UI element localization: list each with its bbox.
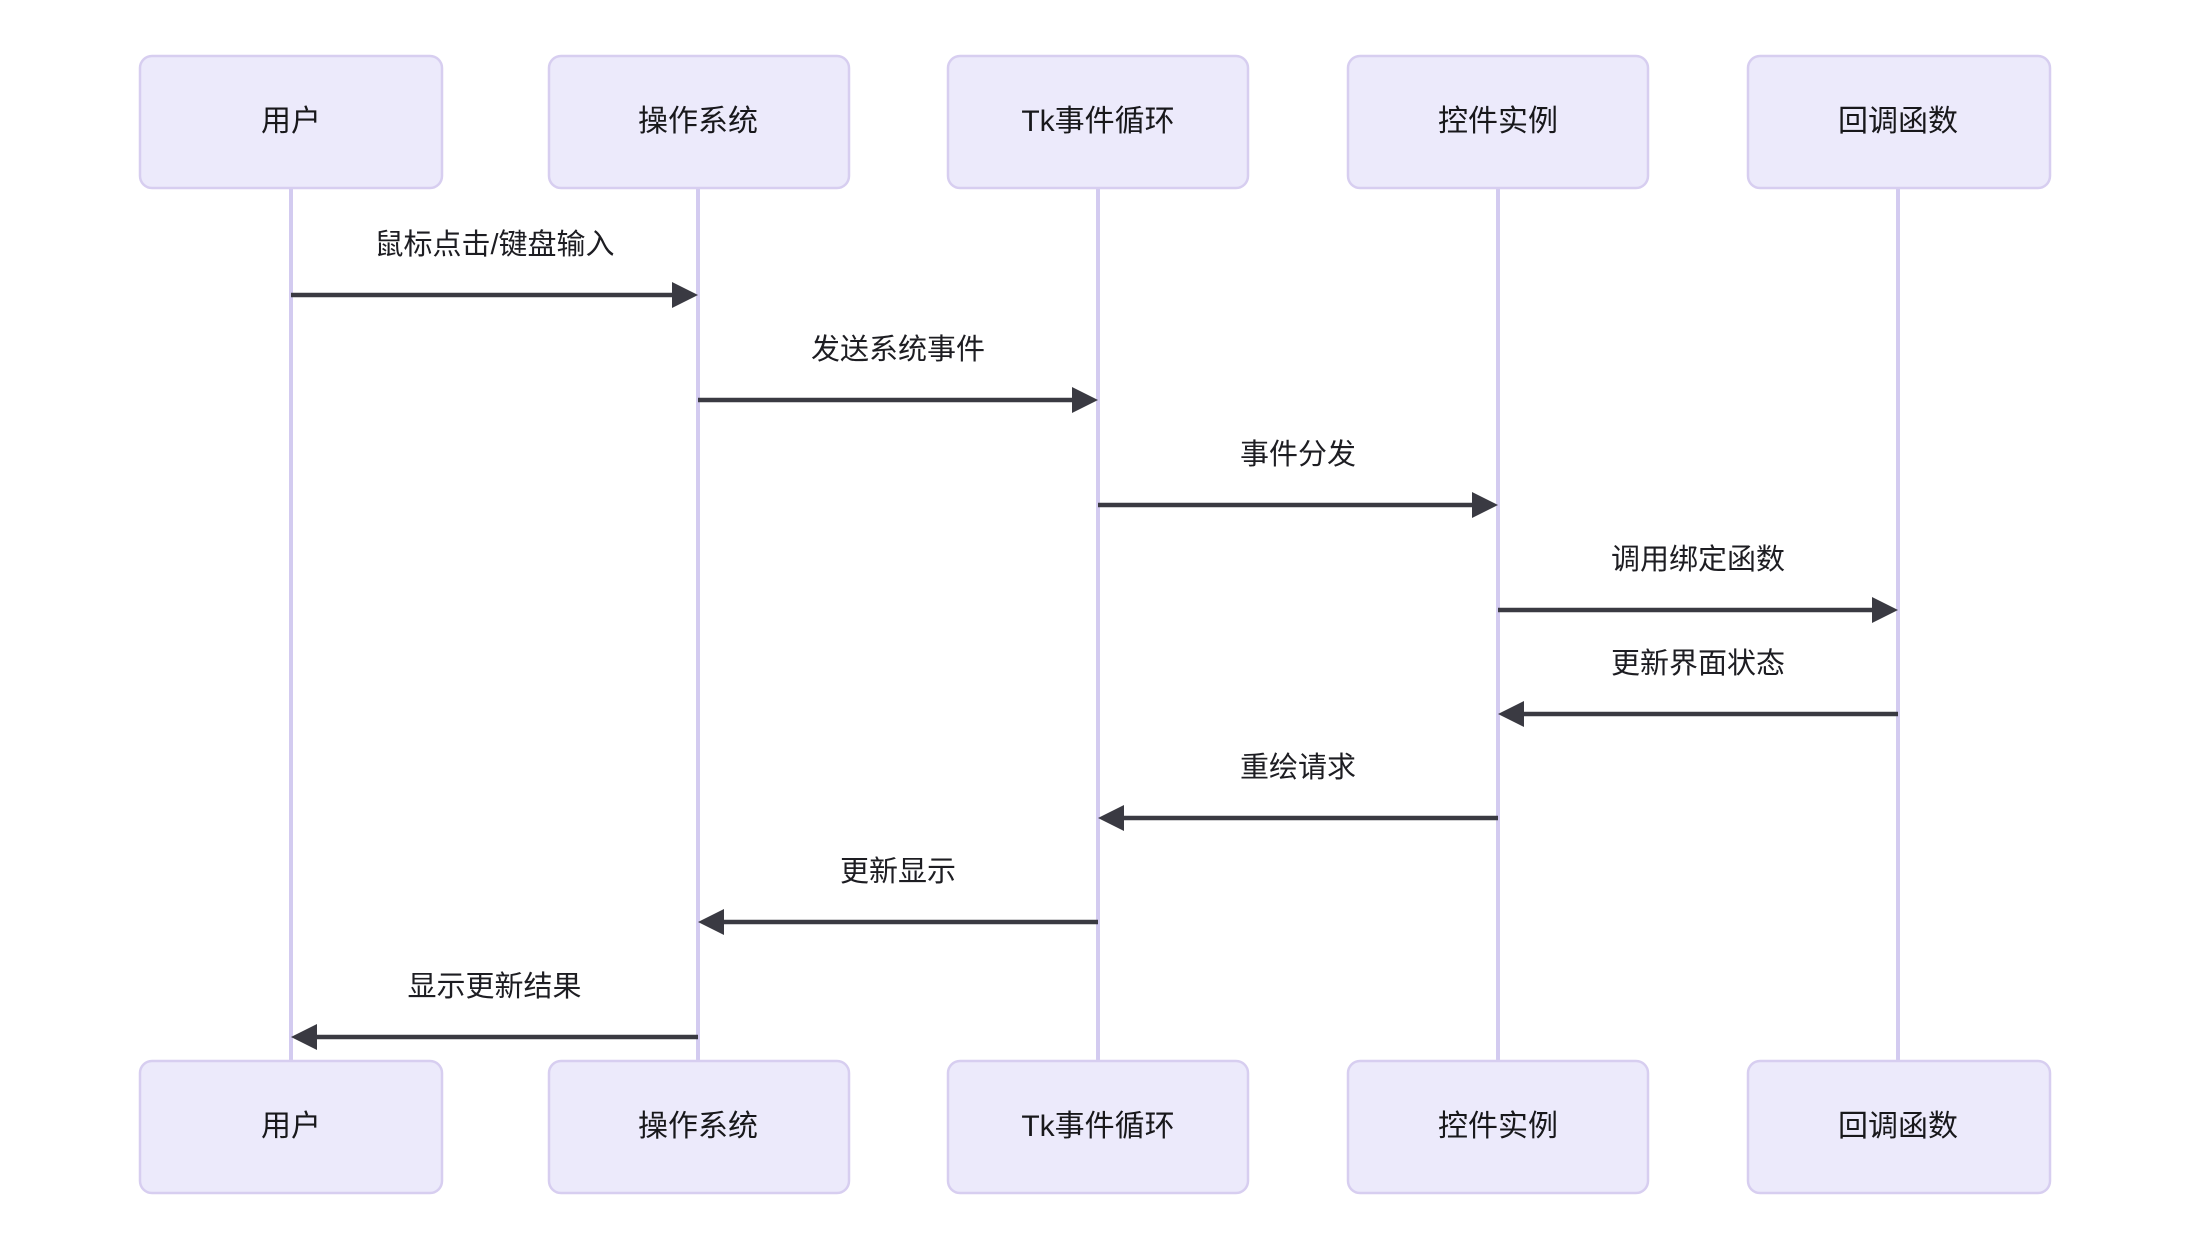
actor-box-shape [1346,1059,1650,1195]
message-8-os-to-user[interactable]: 显示更新结果 [291,970,698,1050]
actor-box-shape [946,54,1250,190]
actor-box-shape [1746,1059,2052,1195]
message-arrowhead [1498,701,1524,727]
actor-box-bottom-widget[interactable]: 控件实例 [1346,1059,1650,1195]
messages-layer: 鼠标点击/键盘输入发送系统事件事件分发调用绑定函数更新界面状态重绘请求更新显示显… [291,228,1898,1050]
actor-box-shape [1746,54,2052,190]
actor-box-top-widget[interactable]: 控件实例 [1346,54,1650,190]
actor-box-top-tkloop[interactable]: Tk事件循环 [946,54,1250,190]
message-arrowhead [698,909,724,935]
message-arrowhead [1872,597,1898,623]
actor-label-user: 用户 [261,105,321,138]
actor-label-os: 操作系统 [638,1110,758,1143]
lifelines-layer [289,188,1900,1061]
actor-box-top-callback[interactable]: 回调函数 [1746,54,2052,190]
message-label: 调用绑定函数 [1611,543,1785,576]
message-label: 显示更新结果 [407,970,581,1003]
actor-box-top-user[interactable]: 用户 [138,54,444,190]
message-label: 发送系统事件 [811,333,985,366]
actor-box-bottom-callback[interactable]: 回调函数 [1746,1059,2052,1195]
message-4-widget-to-callback[interactable]: 调用绑定函数 [1498,543,1898,623]
message-label: 更新界面状态 [1611,647,1785,680]
message-arrowhead [1098,805,1124,831]
actor-label-widget: 控件实例 [1438,105,1558,138]
actor-label-widget: 控件实例 [1438,1110,1558,1143]
message-arrowhead [291,1024,317,1050]
actor-box-shape [1346,54,1650,190]
actor-box-bottom-os[interactable]: 操作系统 [547,1059,851,1195]
actors-top-layer: 用户 操作系统 Tk事件循环 控件实例 回调函数 [138,54,2052,190]
message-label: 重绘请求 [1240,751,1356,784]
message-label: 事件分发 [1240,438,1356,471]
actor-box-bottom-user[interactable]: 用户 [138,1059,444,1195]
message-2-os-to-tkloop[interactable]: 发送系统事件 [698,333,1098,413]
actor-label-user: 用户 [261,1110,321,1143]
message-arrowhead [1072,387,1098,413]
message-arrowhead [672,282,698,308]
actor-box-bottom-tkloop[interactable]: Tk事件循环 [946,1059,1250,1195]
actor-label-os: 操作系统 [638,105,758,138]
actor-box-shape [138,54,444,190]
message-5-callback-to-widget[interactable]: 更新界面状态 [1498,647,1898,727]
message-label: 鼠标点击/键盘输入 [374,228,614,261]
actor-box-shape [547,54,851,190]
message-1-user-to-os[interactable]: 鼠标点击/键盘输入 [291,228,698,308]
actor-box-top-os[interactable]: 操作系统 [547,54,851,190]
message-arrowhead [1472,492,1498,518]
actor-label-tkloop: Tk事件循环 [1021,105,1174,138]
message-6-widget-to-tkloop[interactable]: 重绘请求 [1098,751,1498,831]
actor-label-tkloop: Tk事件循环 [1021,1110,1174,1143]
actor-box-shape [946,1059,1250,1195]
actor-label-callback: 回调函数 [1838,105,1958,138]
message-7-tkloop-to-os[interactable]: 更新显示 [698,855,1098,935]
message-3-tkloop-to-widget[interactable]: 事件分发 [1098,438,1498,518]
message-label: 更新显示 [840,855,956,888]
actor-label-callback: 回调函数 [1838,1110,1958,1143]
actor-box-shape [547,1059,851,1195]
actors-bottom-layer: 用户 操作系统 Tk事件循环 控件实例 回调函数 [138,1059,2052,1195]
actor-box-shape [138,1059,444,1195]
